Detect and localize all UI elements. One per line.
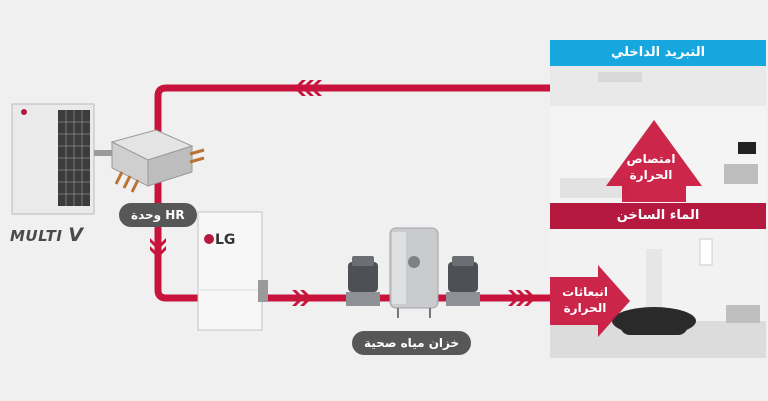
heat-absorption-arrow xyxy=(606,120,702,202)
room-illustration xyxy=(550,66,766,203)
hr-unit-label: وحدة HR xyxy=(119,203,197,227)
hr-unit-box xyxy=(110,129,205,193)
heat-emission-line1: انبعاثات xyxy=(562,285,608,299)
bottom-flow-arrows-1 xyxy=(292,290,312,306)
bottom-flow-arrows-2 xyxy=(508,290,536,306)
refrigerant-pipe-vertical xyxy=(154,214,200,302)
heat-absorption-label: امتصاص الحرارة xyxy=(612,151,690,183)
outdoor-connector xyxy=(94,150,118,156)
heat-emission-label: انبعاثات الحرارة xyxy=(552,284,618,316)
water-tank-label: خزان مياه صحية xyxy=(352,331,472,355)
hot-water-title: الماء الساخن xyxy=(550,203,766,229)
hot-water-panel: الماء الساخن انبعاثات الحرارة xyxy=(550,203,766,358)
top-flow-arrows xyxy=(294,80,322,96)
pump-left xyxy=(346,256,380,306)
heat-emission-line2: الحرارة xyxy=(563,301,607,315)
hydro-kit-unit xyxy=(197,211,268,331)
multi-v-logo: MULTI V xyxy=(10,224,83,246)
refrigerant-pipe xyxy=(154,84,550,214)
indoor-cooling-title: التبريد الداخلي xyxy=(550,40,766,66)
heat-absorption-line2: الحرارة xyxy=(629,168,673,182)
multi-v-text: MULTI xyxy=(10,227,69,245)
outdoor-unit xyxy=(11,103,95,215)
multi-v-letter: V xyxy=(68,224,84,246)
water-tank xyxy=(389,227,439,318)
heat-absorption-line1: امتصاص xyxy=(626,152,676,166)
bathroom-illustration xyxy=(550,229,766,358)
vertical-flow-arrows xyxy=(150,238,166,258)
indoor-cooling-panel: التبريد الداخلي امتصاص الحرارة xyxy=(550,40,766,203)
heat-emission-arrow xyxy=(550,265,630,337)
lg-logo: LG xyxy=(215,232,236,248)
pump-right xyxy=(446,256,480,306)
